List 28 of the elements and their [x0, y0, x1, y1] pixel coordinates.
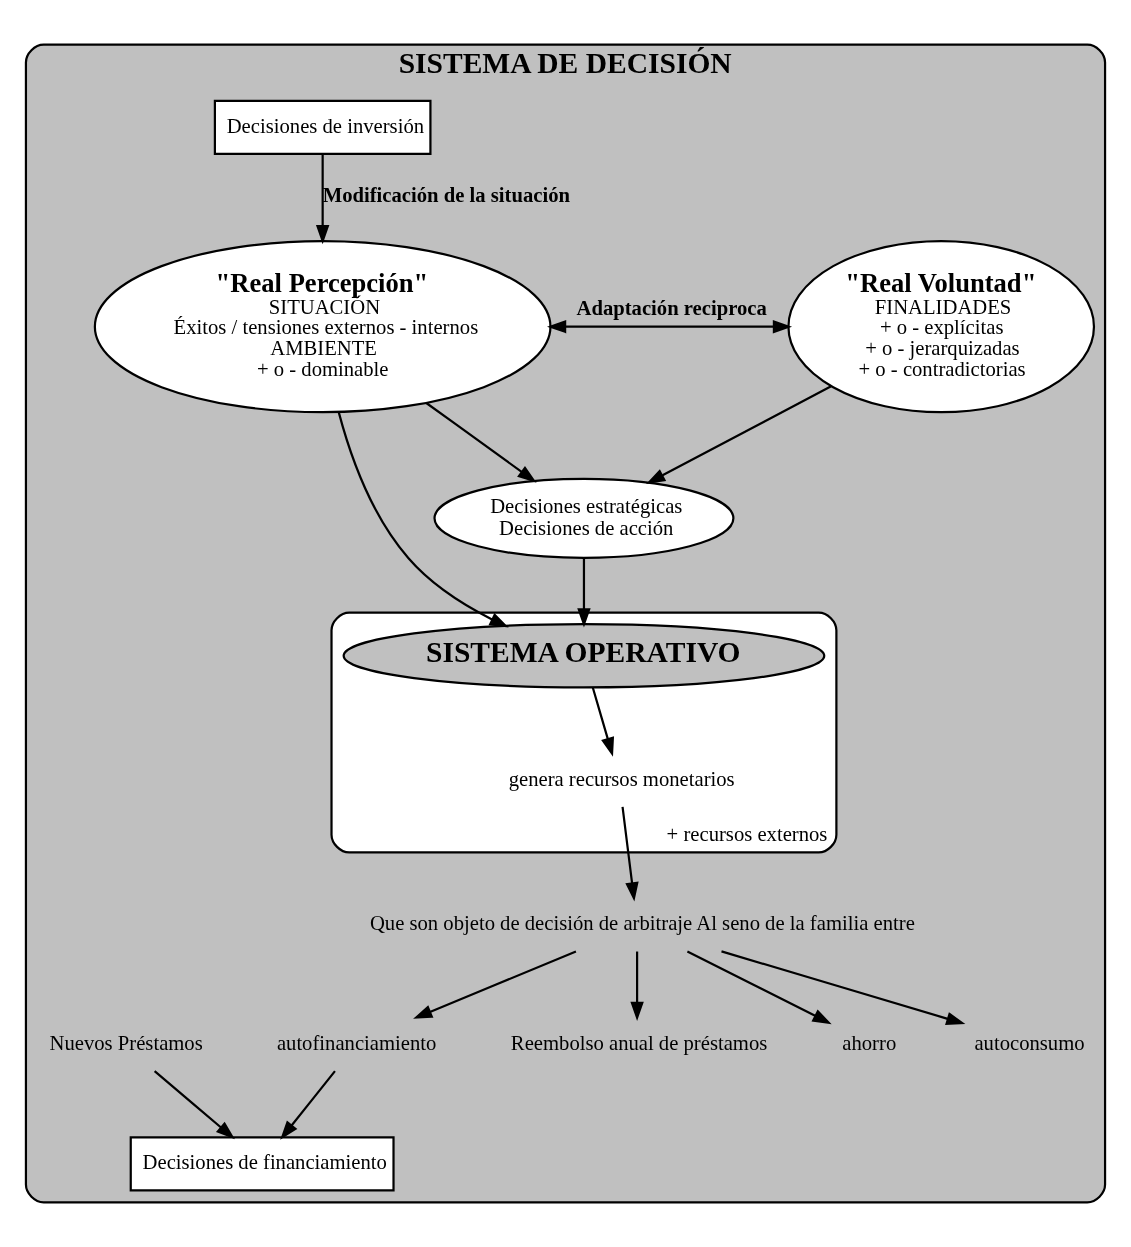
arrow	[686, 950, 832, 1025]
node-ellipse: "Real Percepción" SITUACIÓN Éxitos / tensiones externos - internos AMBIENTE + o - dominable	[93, 239, 552, 414]
arrow	[425, 402, 537, 483]
arrow	[646, 385, 832, 485]
arrow	[591, 686, 615, 757]
node-ellipse: "Real Voluntad" FINALIDADES + o - explícitas + o - jerarquizadas + o - contradictorias	[787, 239, 1096, 414]
node-text: Reembolso anual de préstamos	[510, 1031, 768, 1054]
arrow	[153, 1070, 235, 1140]
node-box: Decisiones de inversión	[213, 99, 432, 156]
arrow	[721, 950, 966, 1026]
node-text: ahorro	[842, 1031, 897, 1054]
arrow	[621, 806, 639, 902]
node-ellipse: Decisiones estratégicas Decisiones de acción	[433, 477, 735, 559]
arrow	[315, 154, 330, 245]
arrow	[280, 1070, 336, 1140]
arrow	[547, 319, 793, 334]
node-box: Decisiones de financiamiento	[129, 1136, 395, 1192]
node-ellipse: SISTEMA OPERATIVO	[342, 623, 826, 689]
node-text: autoconsumo	[974, 1031, 1085, 1054]
arrow	[413, 950, 577, 1019]
node-text: Que son objeto de decisión de arbitraje Al seno de la familia entre	[369, 912, 915, 935]
edge-label: Adaptación reciproca	[576, 297, 767, 320]
arrow	[337, 411, 509, 628]
arrow	[630, 951, 644, 1021]
node-text: Nuevos Préstamos	[49, 1031, 203, 1054]
node-text: genera recursos monetarios	[508, 767, 735, 790]
node-text: autofinanciamiento	[276, 1031, 437, 1054]
arrow	[577, 558, 591, 628]
